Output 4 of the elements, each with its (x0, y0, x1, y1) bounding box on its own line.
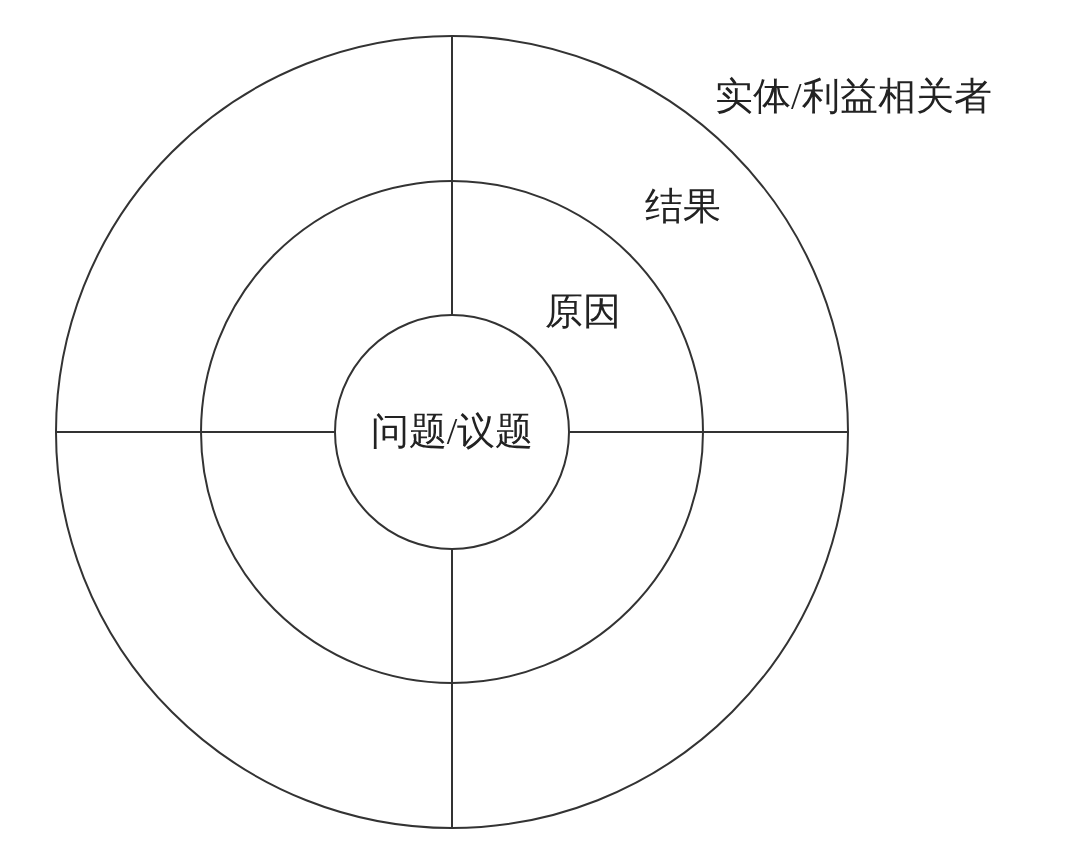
ring-label: 问题/议题 (369, 412, 535, 450)
ring-label: 原因 (545, 292, 621, 330)
ring-label: 结果 (645, 187, 721, 225)
ring-label: 实体/利益相关者 (715, 77, 992, 115)
